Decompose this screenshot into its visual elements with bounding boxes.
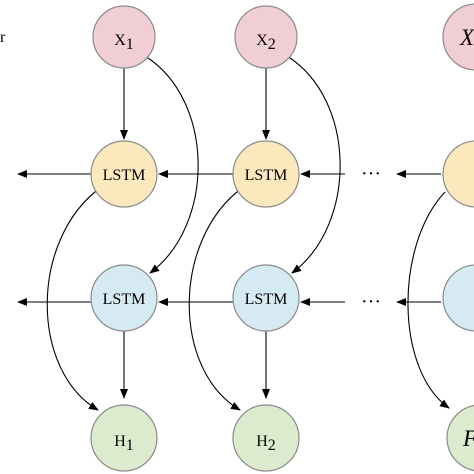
column-2: X2 LSTM LSTM H2 (232, 5, 300, 472)
input-node-x1-label: X1 (114, 32, 134, 53)
backward-lstm-node-2-circle (232, 264, 300, 332)
output-node-h2-label: H2 (256, 433, 276, 454)
input-node-x2-circle (234, 5, 298, 69)
forward-lstm-node-1-label: LSTM (103, 167, 146, 184)
backward-lstm-node-1: LSTM (90, 264, 158, 332)
output-node-h2-circle (232, 404, 300, 472)
input-node-x1: X1 (92, 5, 156, 69)
output-node-h3-label: F (462, 426, 474, 451)
forward-lstm-node-3-circle (442, 140, 474, 208)
input-node-x3-label: X (459, 25, 474, 50)
output-node-h2: H2 (232, 404, 300, 472)
edges (17, 55, 450, 411)
forward-lstm-node-1: LSTM (90, 140, 158, 208)
forward-ellipsis: ··· (361, 163, 381, 185)
input-node-x1-circle (92, 5, 156, 69)
input-node-x2: X2 (234, 5, 298, 69)
backward-ellipsis: ··· (361, 291, 381, 313)
output-node-h1-label: H1 (114, 433, 134, 454)
edge-forward-lstm-2-to-h2 (188, 187, 243, 411)
output-node-h1: H1 (90, 404, 158, 472)
forward-lstm-node-3 (442, 140, 474, 208)
output-node-h3-circle (446, 404, 474, 472)
edge-forward-lstm-3-to-h3 (407, 191, 450, 409)
backward-lstm-node-1-circle (90, 264, 158, 332)
forward-lstm-node-2-circle (232, 140, 300, 208)
edge-x2-to-backward-lstm-2 (286, 55, 341, 274)
backward-lstm-node-3-circle (442, 264, 474, 332)
column-3: X F (442, 3, 474, 472)
backward-lstm-node-3 (442, 264, 474, 332)
left-edge-fragment: r (0, 29, 6, 46)
forward-lstm-node-2-label: LSTM (245, 167, 288, 184)
edge-forward-lstm-1-to-h1 (46, 187, 101, 411)
forward-lstm-node-2: LSTM (232, 140, 300, 208)
forward-lstm-node-1-circle (90, 140, 158, 208)
backward-lstm-node-2: LSTM (232, 264, 300, 332)
output-node-h3: F (446, 404, 474, 472)
input-node-x3: X (442, 3, 474, 71)
output-node-h1-circle (90, 404, 158, 472)
backward-lstm-node-1-label: LSTM (103, 291, 146, 308)
input-node-x2-label: X2 (256, 32, 276, 53)
column-1: X1 LSTM LSTM H1 (90, 5, 158, 472)
input-node-x3-circle (442, 3, 474, 71)
edge-x1-to-backward-lstm-1 (144, 55, 199, 274)
backward-lstm-node-2-label: LSTM (245, 291, 288, 308)
